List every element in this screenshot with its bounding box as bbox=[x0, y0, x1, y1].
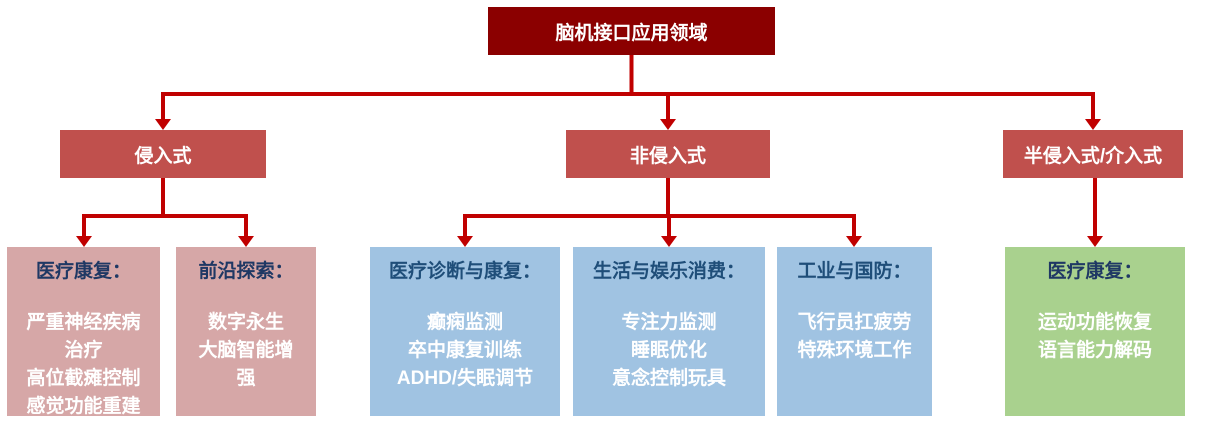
leaf-title: 医疗诊断与康复： bbox=[388, 261, 541, 282]
leaf-body: 严重神经疾病治疗高位截瘫控制感觉功能重建 bbox=[26, 309, 140, 421]
root-node-label: 脑机接口应用领域 bbox=[555, 22, 708, 44]
leaf-line: 特殊环境工作 bbox=[797, 340, 912, 361]
leaf-title: 生活与娱乐消费： bbox=[592, 261, 745, 282]
root-node-bci-applications: 脑机接口应用领域 bbox=[488, 7, 775, 55]
leaf-title: 医疗康复： bbox=[35, 261, 131, 282]
leaf-line: 数字永生 bbox=[207, 312, 284, 333]
leaf-line: 严重神经疾病 bbox=[26, 312, 141, 333]
leaf-line: ADHD/失眠调节 bbox=[396, 368, 534, 389]
leaf-line: 大脑智能增 bbox=[198, 340, 294, 361]
branch-node-invasive: 侵入式 bbox=[60, 130, 266, 178]
leaf-line: 意念控制玩具 bbox=[611, 368, 726, 389]
leaf-line: 运动功能恢复 bbox=[1037, 312, 1152, 333]
arrowheads bbox=[76, 119, 1103, 247]
leaf-node-frontier-exploration: 前沿探索： 数字永生大脑智能增强 bbox=[176, 247, 316, 416]
leaf-line: 强 bbox=[236, 368, 256, 389]
leaf-line: 卒中康复训练 bbox=[407, 340, 522, 361]
branch-node-label: 侵入式 bbox=[134, 145, 192, 167]
leaf-node-life-entertainment: 生活与娱乐消费： 专注力监测睡眠优化意念控制玩具 bbox=[573, 247, 765, 416]
leaf-line: 睡眠优化 bbox=[630, 340, 707, 361]
leaf-line: 语言能力解码 bbox=[1037, 340, 1152, 361]
leaf-node-industry-defense: 工业与国防： 飞行员扛疲劳特殊环境工作 bbox=[777, 247, 932, 416]
branch-node-semiinvasive: 半侵入式/介入式 bbox=[1003, 130, 1183, 178]
leaf-body: 专注力监测睡眠优化意念控制玩具 bbox=[612, 309, 726, 393]
leaf-line: 飞行员扛疲劳 bbox=[797, 312, 912, 333]
leaf-title: 医疗康复： bbox=[1047, 261, 1143, 282]
leaf-node-medical-rehab-invasive: 医疗康复： 严重神经疾病治疗高位截瘫控制感觉功能重建 bbox=[7, 247, 160, 417]
leaf-title: 前沿探索： bbox=[198, 261, 294, 282]
leaf-body: 飞行员扛疲劳特殊环境工作 bbox=[797, 309, 911, 365]
leaf-line: 癫痫监测 bbox=[426, 312, 503, 333]
leaf-body: 数字永生大脑智能增强 bbox=[198, 309, 293, 393]
leaf-body: 运动功能恢复语言能力解码 bbox=[1038, 309, 1152, 365]
branch-node-label: 半侵入式/介入式 bbox=[1023, 145, 1163, 167]
branch-node-label: 非侵入式 bbox=[629, 145, 706, 167]
leaf-line: 高位截瘫控制 bbox=[26, 368, 141, 389]
leaf-body: 癫痫监测卒中康复训练 ADHD/失眠调节 bbox=[397, 309, 533, 393]
leaf-line: 感觉功能重建 bbox=[26, 396, 141, 417]
branch-node-noninvasive: 非侵入式 bbox=[566, 130, 770, 178]
leaf-line: 治疗 bbox=[64, 340, 103, 361]
leaf-title: 工业与国防： bbox=[797, 261, 912, 282]
leaf-node-medical-diagnosis-rehab: 医疗诊断与康复： 癫痫监测卒中康复训练 ADHD/失眠调节 bbox=[370, 247, 560, 416]
leaf-node-medical-rehab-semiinvasive: 医疗康复： 运动功能恢复语言能力解码 bbox=[1005, 247, 1185, 416]
leaf-line: 专注力监测 bbox=[621, 312, 717, 333]
